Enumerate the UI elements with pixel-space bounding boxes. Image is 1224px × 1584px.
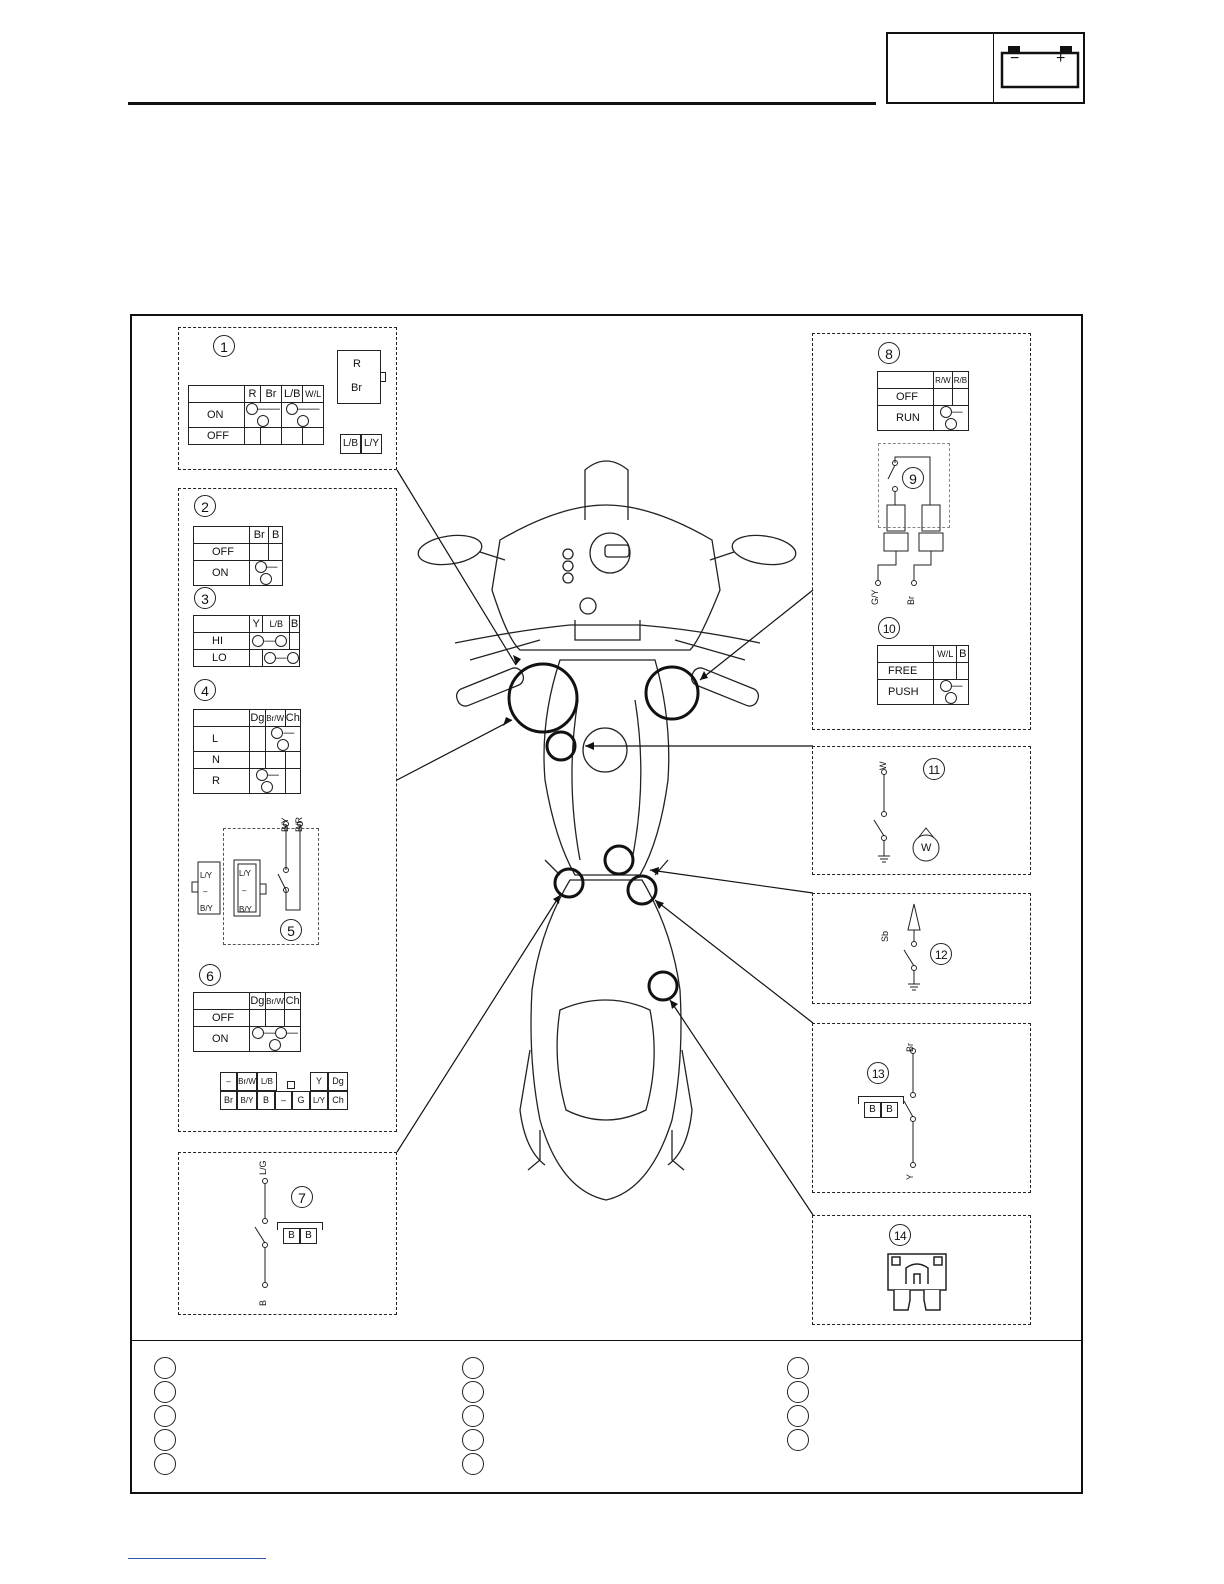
- legend-number: [462, 1381, 484, 1403]
- callout-11: 11: [923, 758, 945, 780]
- legend-number: [462, 1453, 484, 1475]
- legend-number: [154, 1381, 176, 1403]
- connector-6: – Br/W L/B Y Dg Br B/Y B – G L/Y Ch: [220, 1072, 348, 1110]
- panel-13: [812, 1023, 1031, 1193]
- panel-9-inner: [878, 443, 950, 528]
- col-header: W/L: [302, 385, 324, 403]
- callout-1: 1: [213, 335, 235, 357]
- switch-7-schematic: [254, 1178, 268, 1288]
- callout-6: 6: [199, 964, 221, 986]
- panel-7: [178, 1152, 397, 1315]
- battery-minus: −: [1010, 50, 1020, 67]
- col-header: R: [244, 385, 261, 403]
- callout-4: 4: [194, 679, 216, 701]
- callout-10: 10: [878, 617, 900, 639]
- callout-5: 5: [280, 919, 302, 941]
- wire-label: B/R: [294, 816, 304, 832]
- legend-number: [154, 1405, 176, 1427]
- panel-2-6: [178, 488, 397, 1132]
- callout-9: 9: [902, 467, 924, 489]
- panel-5-inner: [223, 828, 319, 945]
- icon-box-divider: [993, 34, 994, 102]
- col-header: Br: [259, 385, 283, 403]
- header-rule: [128, 102, 876, 105]
- legend-number: [787, 1405, 809, 1427]
- legend-number: [462, 1405, 484, 1427]
- legend-number: [462, 1429, 484, 1451]
- legend-number: [787, 1381, 809, 1403]
- callout-3: 3: [194, 587, 216, 609]
- switch-11-schematic: [873, 769, 940, 863]
- legend-number: [787, 1429, 809, 1451]
- connector-1-bottom: L/B L/Y: [340, 434, 382, 454]
- connector-1-top: R Br: [337, 350, 386, 404]
- battery-plus: +: [1056, 50, 1066, 67]
- legend-number: [787, 1357, 809, 1379]
- callout-14: 14: [889, 1224, 911, 1246]
- switch-5-schematic: [191, 821, 303, 917]
- footer-link-rule: [128, 1558, 266, 1559]
- callout-12: 12: [930, 943, 952, 965]
- section-icon-box: − +: [886, 32, 1085, 104]
- callout-7: 7: [291, 1186, 313, 1208]
- switch-9-schematic: [875, 456, 944, 586]
- col-header: L/B: [281, 385, 304, 403]
- callout-8: 8: [878, 342, 900, 364]
- callout-13: 13: [867, 1062, 889, 1084]
- legend-number: [154, 1357, 176, 1379]
- diagram-frame: [130, 314, 1083, 1494]
- legend-number: [154, 1453, 176, 1475]
- row-label: OFF: [188, 427, 245, 446]
- battery-icon: [1000, 46, 1080, 89]
- legend-separator: [132, 1340, 1081, 1341]
- switch-13-schematic: [903, 1048, 916, 1168]
- legend-number: [462, 1357, 484, 1379]
- legend-number: [154, 1429, 176, 1451]
- connector-13: B B: [858, 1090, 904, 1118]
- panel-1: [178, 327, 397, 470]
- wire-label: B/Y: [280, 817, 290, 832]
- panel-11: [812, 746, 1031, 875]
- fuse-icon: [887, 1253, 947, 1311]
- panel-12: [812, 893, 1031, 1004]
- panel-8-10: [812, 333, 1031, 730]
- switch-12-schematic: [903, 903, 921, 991]
- callout-2: 2: [194, 495, 216, 517]
- row-label: ON: [188, 401, 245, 429]
- connector-7: B B: [277, 1216, 323, 1244]
- panel-14: [812, 1215, 1031, 1325]
